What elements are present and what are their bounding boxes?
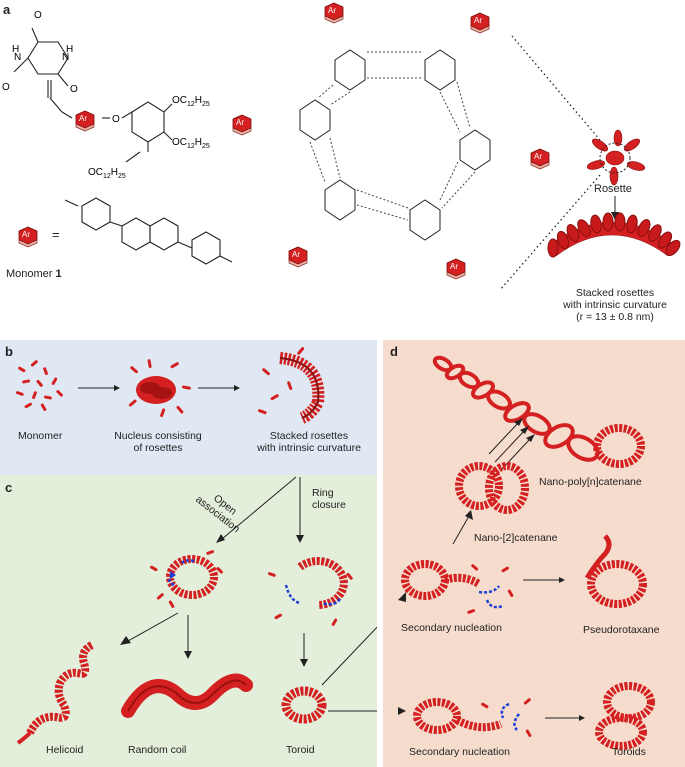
hydrogen-bonds [309, 51, 476, 221]
stacked-label-line2: with intrinsic curvature [563, 299, 667, 311]
svg-text:OC12H25: OC12H25 [88, 167, 126, 180]
monomer-caption-prefix: Monomer [6, 268, 56, 280]
rosette-3d-model [586, 129, 646, 186]
cross-panel-arrows [398, 592, 406, 715]
svg-text:Ar: Ar [328, 6, 336, 15]
svg-text:O: O [2, 82, 10, 93]
monomer-scatter [15, 360, 63, 411]
panel-letter-c: c [5, 480, 13, 495]
label-stacked-b: Stacked rosettes with intrinsic curvatur… [248, 430, 370, 454]
monomer-structure [13, 27, 173, 163]
nucleus-line2: of rosettes [133, 442, 183, 454]
catenane-2-model [455, 462, 529, 514]
label-pseudorotaxane: Pseudorotaxane [583, 624, 660, 636]
panel-letter-d: d [390, 344, 398, 359]
svg-text:Ar: Ar [236, 118, 244, 127]
svg-text:O: O [112, 114, 120, 125]
secondary-nucleation-1-model [401, 560, 482, 600]
toroid-model [281, 686, 327, 724]
stacked-label-line1: Stacked rosettes [575, 287, 655, 299]
label-polycatenane: Nano-poly[n]catenane [539, 476, 642, 488]
svg-text:H: H [12, 44, 19, 55]
svg-text:O: O [34, 10, 42, 21]
svg-text:Ar: Ar [450, 262, 458, 271]
panel-b-illustrations [15, 347, 325, 424]
label-catenane-2: Nano-[2]catenane [474, 532, 558, 544]
naphthyl-linker [64, 197, 233, 265]
svg-text:N: N [14, 52, 21, 63]
open-association-ring [166, 555, 218, 599]
monomer-number: 1 [55, 268, 62, 280]
helicoid-model [26, 641, 94, 735]
svg-text:Ar: Ar [534, 152, 542, 161]
panel-letter-b: b [5, 344, 13, 359]
stacked-rosettes-label-a: Stacked rosettes with intrinsic curvatur… [555, 287, 675, 323]
label-nucleus-b: Nucleus consisting of rosettes [108, 430, 208, 454]
svg-text:Ar: Ar [474, 16, 482, 25]
label-monomer-b: Monomer [18, 430, 63, 442]
polycatenane-chain [432, 355, 600, 462]
svg-text:Ar: Ar [79, 114, 87, 123]
svg-text:O: O [70, 84, 78, 95]
panel-letter-a: a [3, 2, 11, 17]
nucleus-line1: Nucleus consisting [114, 430, 202, 442]
svg-text:OC12H25: OC12H25 [172, 95, 210, 108]
toroids-model [595, 682, 655, 750]
svg-text:N: N [62, 52, 69, 63]
monomer-caption: Monomer 1 [6, 268, 62, 280]
svg-text:Ar: Ar [22, 230, 30, 239]
ar-legend-equals: = [52, 227, 60, 242]
svg-text:Ar: Ar [292, 250, 300, 259]
label-secondary-nucleation-1: Secondary nucleation [401, 622, 502, 634]
label-secondary-nucleation-2: Secondary nucleation [409, 746, 510, 758]
curved-stack-b [279, 352, 325, 424]
rosette-label: Rosette [594, 183, 632, 195]
label-toroids: Toroids [612, 746, 646, 758]
label-random-coil: Random coil [128, 744, 187, 756]
secondary-nucleation-2-model [413, 698, 503, 734]
panel-d-background [383, 340, 685, 767]
ring-closure-line1: Ring [312, 487, 334, 499]
pseudorotaxane-model [587, 560, 647, 608]
polycatenane-end-ring [593, 424, 645, 468]
svg-text:OC12H25: OC12H25 [172, 137, 210, 150]
label-helicoid: Helicoid [46, 744, 84, 756]
panel-c-illustrations [16, 476, 377, 745]
panel-d-illustrations [401, 355, 655, 750]
label-ring-closure: Ring closure [312, 487, 346, 511]
ring-closure-model [297, 557, 348, 609]
label-toroid: Toroid [286, 744, 315, 756]
stacked-b-line2: with intrinsic curvature [257, 442, 361, 454]
rosette-hexamer [299, 49, 491, 241]
svg-text:H: H [66, 44, 73, 55]
random-coil-model [121, 673, 253, 718]
stacked-b-line1: Stacked rosettes [269, 430, 349, 442]
panel-a-structures: O H N N H O O Ar O OC12H25 OC12H25 OC12H… [2, 2, 681, 291]
ring-closure-line2: closure [312, 499, 346, 511]
radius-label: (r = 13 ± 0.8 nm) [576, 311, 654, 323]
